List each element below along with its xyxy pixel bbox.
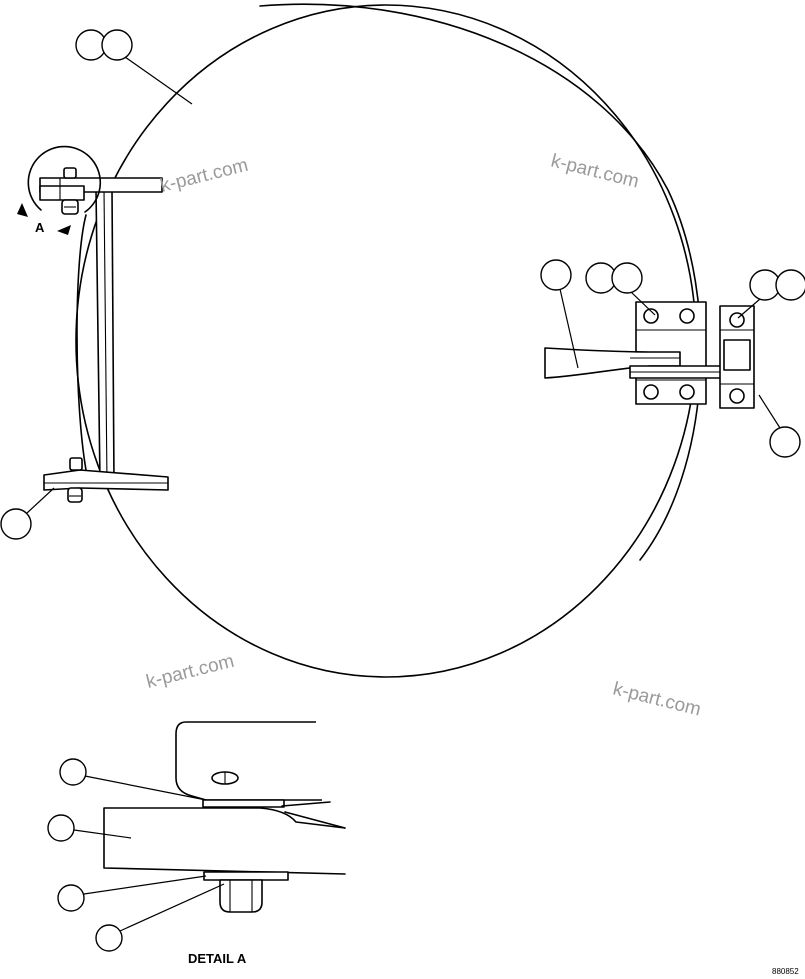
mirror-support-bracket	[39, 167, 169, 503]
mounting-bolts	[643, 308, 695, 400]
watermarks: k-part.com k-part.com k-part.com k-part.…	[144, 150, 703, 720]
mirror-disc	[75, 3, 702, 678]
detail-caption: DETAIL A	[188, 951, 247, 966]
callout-arm-bolts	[585, 262, 656, 316]
callout-support-bracket	[0, 487, 55, 540]
callout-mirror	[75, 29, 193, 105]
watermark-text: k-part.com	[158, 155, 250, 197]
watermark-text: k-part.com	[549, 150, 641, 192]
hinge-bolts	[729, 312, 745, 404]
callout-hinge-bolts	[737, 269, 805, 319]
callout-hinge	[758, 394, 801, 458]
detail-marker-label: A	[35, 220, 45, 235]
watermark-text: k-part.com	[144, 651, 236, 693]
watermark-text: k-part.com	[611, 678, 703, 720]
callouts	[0, 29, 805, 540]
detail-a-view: DETAIL A	[47, 721, 346, 966]
callout-mirror-arm	[540, 259, 579, 369]
drawing-code: 880852	[772, 967, 799, 976]
detail-a-marker: A	[17, 145, 102, 235]
mirror-arm-hinge	[544, 301, 755, 409]
